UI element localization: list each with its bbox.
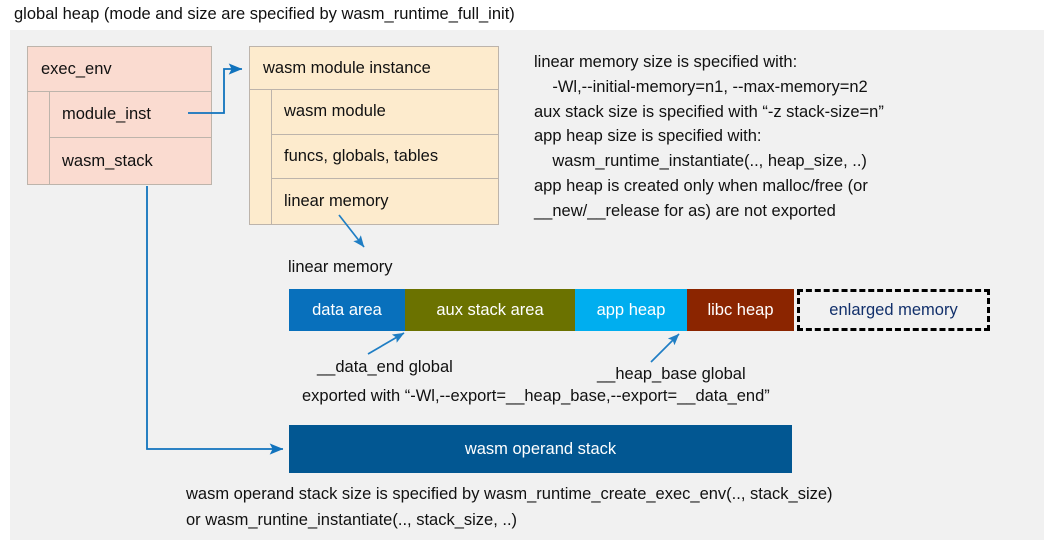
linear-memory-notes: linear memory size is specified with: -W… [534,53,884,220]
exec-env-body: module_inst wasm_stack [27,92,212,185]
exec-env-gutter [28,92,50,184]
annotation-heap-base-global: __heap_base global [597,365,746,383]
wasm-module-instance-box: wasm module instance wasm module funcs, … [249,46,499,225]
module-instance-field-wasm-module: wasm module [272,90,498,135]
annotation-data-end-global: __data_end global [317,358,453,376]
memory-segment-libc-heap: libc heap [687,289,794,331]
module-instance-body: wasm module funcs, globals, tables linea… [249,90,499,225]
page-title: global heap (mode and size are specified… [14,5,515,23]
module-instance-header: wasm module instance [249,46,499,90]
exec-env-header: exec_env [27,46,212,92]
module-instance-gutter [250,90,272,224]
module-instance-field-linear-memory: linear memory [284,192,389,211]
operand-stack-notes: wasm operand stack size is specified by … [186,485,833,529]
exec-env-field-wasm-stack: wasm_stack [62,151,153,170]
module-instance-rows: wasm module funcs, globals, tables linea… [272,90,498,224]
module-instance-field-funcs-globals-tables: funcs, globals, tables [272,135,498,180]
memory-segment-app-heap: app heap [575,289,687,331]
linear-memory-bar-label: linear memory [288,258,393,276]
wasm-operand-stack-bar: wasm operand stack [289,425,792,473]
linear-memory-bar: data area aux stack area app heap libc h… [289,289,990,331]
memory-segment-aux-stack-area: aux stack area [405,289,575,331]
exec-env-rows: module_inst wasm_stack [50,92,211,184]
exec-env-field-module-inst: module_inst [50,92,211,138]
exec-env-box: exec_env module_inst wasm_stack [27,46,212,185]
annotation-exported-with: exported with “-Wl,--export=__heap_base,… [302,387,770,405]
memory-segment-data-area: data area [289,289,405,331]
memory-segment-enlarged-memory: enlarged memory [797,289,990,331]
